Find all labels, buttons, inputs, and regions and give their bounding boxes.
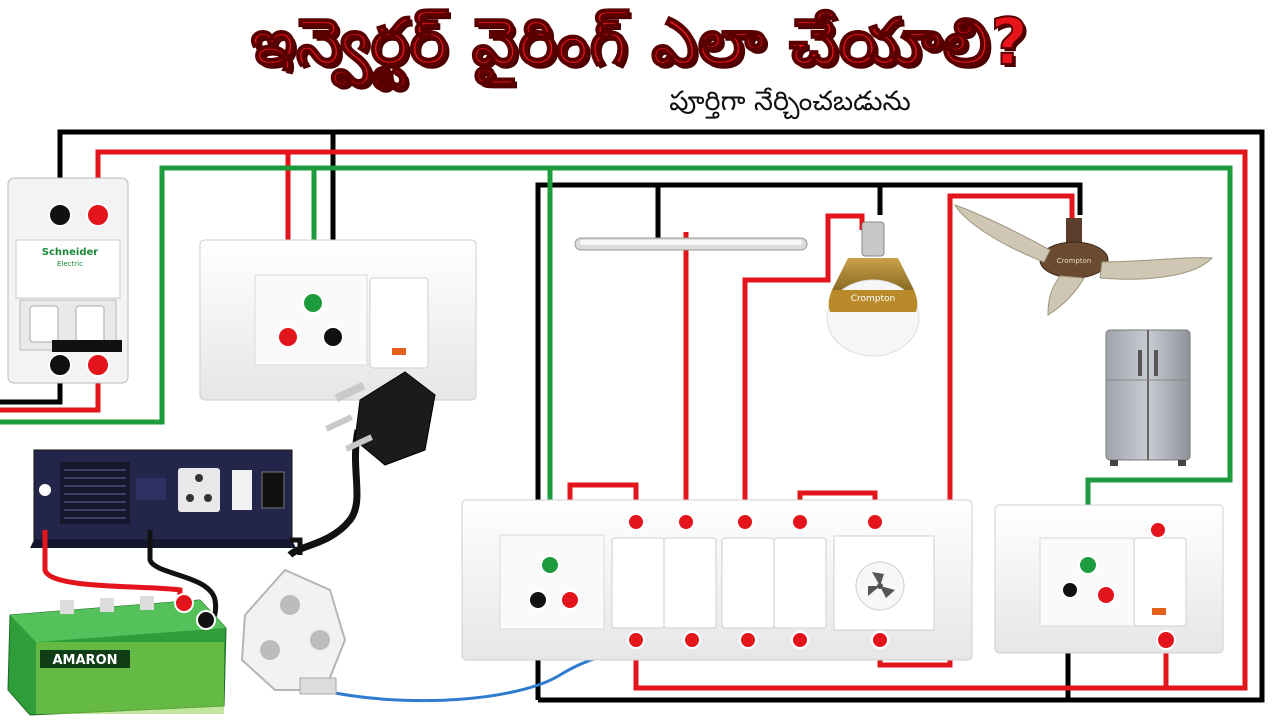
board-terminal-t5: [866, 513, 884, 531]
inverter-input-plug: [287, 371, 436, 558]
breaker-terminal-top-phase: [86, 203, 110, 227]
board-terminal-b3: [739, 631, 757, 649]
board-terminal-b1: [627, 631, 645, 649]
board-terminal-b5: [871, 631, 889, 649]
socket-right-earth-terminal: [1078, 555, 1098, 575]
page-title: ఇన్వెర్టర్ వైరింగ్ ఎలా చేయాలి?: [250, 5, 1029, 81]
earth-wire-main: [0, 165, 1233, 565]
breaker-toggle-left[interactable]: [29, 305, 59, 343]
socket-right-phase-terminal: [1096, 585, 1116, 605]
socket-right-switch-terminal-top: [1149, 521, 1167, 539]
refrigerator: [1105, 329, 1191, 466]
inverter-output-cord: [290, 537, 303, 555]
neutral-wire-board: [535, 182, 1083, 700]
phase-wire-fan-reg: [877, 193, 1075, 668]
board-terminal-t1: [627, 513, 645, 531]
main-switch-board: [461, 499, 973, 661]
board-terminal-t2: [677, 513, 695, 531]
board-terminal-t4: [791, 513, 809, 531]
battery-terminal-positive: [174, 593, 194, 613]
socket-top-switch[interactable]: [369, 277, 429, 369]
breaker-terminal-bottom-phase: [86, 353, 110, 377]
board-terminal-b4: [791, 631, 809, 649]
socket-top-neutral-terminal: [322, 326, 344, 348]
socket-board-right: [994, 504, 1224, 654]
socket-right-neutral-terminal: [1061, 581, 1079, 599]
breaker-sub: Electric: [57, 260, 83, 268]
fan-regulator-icon: [868, 572, 895, 598]
breaker-brand: Schneider: [42, 247, 99, 258]
mcb-breaker: Schneider Electric: [7, 177, 129, 384]
inverter-fuse-icon: [39, 484, 51, 496]
battery-wire-positive: [42, 530, 183, 605]
battery-brand: AMARON: [53, 653, 118, 668]
board-switch-3[interactable]: [721, 537, 775, 629]
bulb-brand: Crompton: [851, 294, 896, 304]
tube-light: [574, 237, 808, 251]
socket-top-phase-terminal: [277, 326, 299, 348]
page-subtitle: పూర్తిగా నేర్చించబడును: [669, 86, 911, 117]
inverter-power-switch[interactable]: [261, 471, 285, 509]
socket-right-switch-terminal-bottom: [1156, 630, 1176, 650]
fan-brand: Crompton: [1057, 257, 1092, 265]
board-switch-2[interactable]: [663, 537, 717, 629]
breaker-terminal-top-neutral: [48, 203, 72, 227]
breaker-toggle-right[interactable]: [75, 305, 105, 343]
socket-board-top: [199, 239, 477, 401]
led-bulb: Crompton: [826, 221, 920, 357]
breaker-terminal-bottom-neutral: [48, 353, 72, 377]
board-switch-1[interactable]: [611, 537, 665, 629]
battery-terminal-negative: [196, 610, 216, 630]
board-socket-neutral: [528, 590, 548, 610]
inverter-mcb[interactable]: [232, 470, 252, 510]
board-socket-earth: [540, 555, 560, 575]
socket-top-earth-terminal: [302, 292, 324, 314]
board-terminal-t3: [736, 513, 754, 531]
battery: AMARON: [7, 593, 227, 716]
board-socket-phase: [560, 590, 580, 610]
ceiling-fan: Crompton: [953, 204, 1214, 316]
phase-wire-main: [95, 149, 1248, 691]
five-pin-plug: [240, 568, 347, 695]
board-switch-4[interactable]: [773, 537, 827, 629]
inverter-unit: [30, 449, 296, 548]
phase-wire-bulb: [742, 213, 865, 522]
board-terminal-b2: [683, 631, 701, 649]
